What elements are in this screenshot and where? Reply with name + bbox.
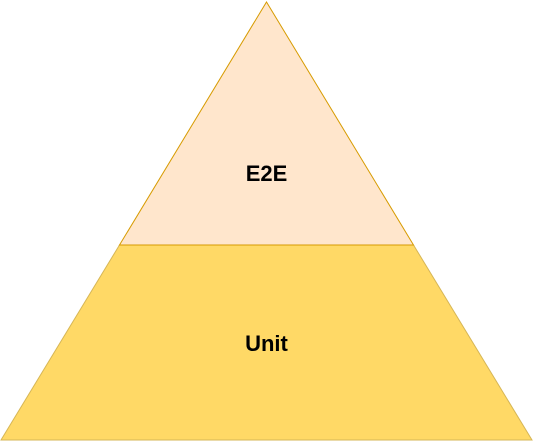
e2e-layer-label: E2E [246, 161, 288, 186]
e2e-layer [118, 1, 415, 246]
unit-layer-label: Unit [245, 331, 288, 356]
